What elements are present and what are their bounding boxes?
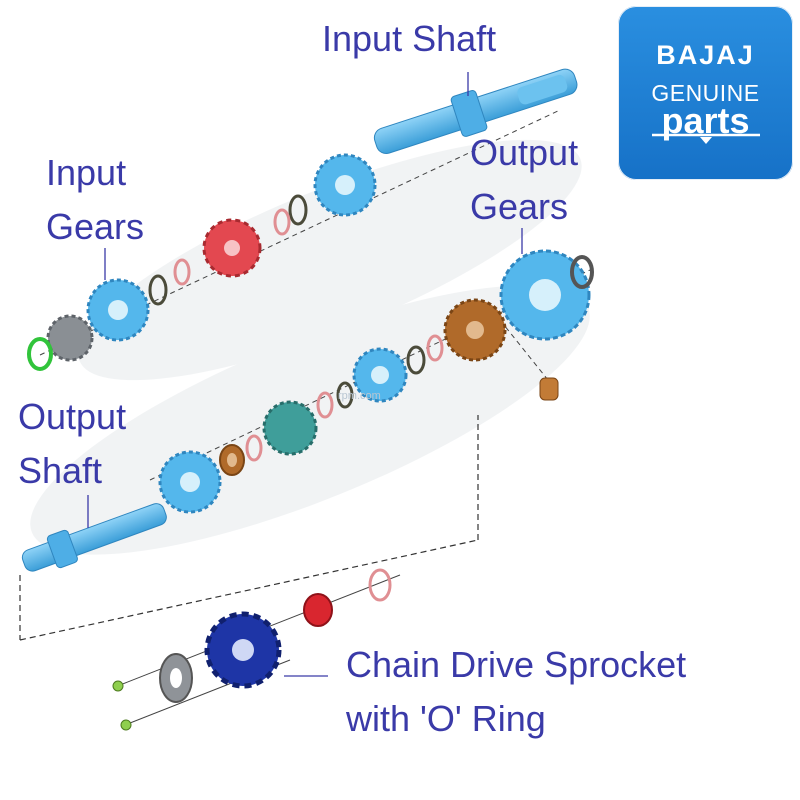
input-gear-blue-top [313, 153, 377, 217]
watermark-text: rpm.com [338, 390, 381, 402]
logo-swoosh-icon [652, 133, 760, 144]
output-gear-guide [499, 319, 553, 386]
input-axis-line [39, 109, 561, 356]
sprocket-o-ring [368, 568, 392, 602]
output-gear-blue-low [158, 450, 222, 514]
output-shaft [21, 503, 167, 572]
output-rings-3 [245, 434, 263, 462]
sprocket-lock-plate [159, 653, 193, 703]
sprocket-bolt-1 [112, 680, 124, 692]
label-sprocket-line1: Chain Drive Sprocket [346, 644, 687, 685]
output-washer-dark [570, 255, 594, 289]
output-rings-2 [316, 381, 354, 419]
sprocket-bush-red [303, 593, 333, 627]
logo-genuine: GENUINE [651, 80, 760, 106]
input-circlip-green [27, 337, 53, 371]
label-sprocket-line2: with 'O' Ring [346, 698, 546, 739]
group-bracket [19, 415, 479, 641]
input-gear-red [202, 218, 262, 278]
output-gear-large-blue [499, 249, 591, 341]
input-gear-grey [46, 314, 94, 362]
label-input-gears-line2: Gears [46, 206, 145, 247]
input-shaft [373, 68, 578, 155]
output-gear-blue-mid [352, 347, 408, 403]
label-output-gears-line2: Gears [470, 186, 569, 227]
chain-drive-sprocket [204, 611, 282, 689]
output-bush-bronze [539, 377, 559, 401]
bajaj-genuine-parts-logo: BAJAJ GENUINE parts [618, 6, 793, 180]
label-output-gears-line1: Output [470, 132, 579, 173]
output-gear-bronze [443, 298, 507, 362]
input-rings-2 [148, 258, 191, 306]
output-bush-bronze-2 [219, 444, 245, 476]
sprocket-bolt-2 [120, 719, 132, 731]
label-input-gears-line1: Input [46, 152, 127, 193]
label-output-shaft-line2: Shaft [18, 450, 103, 491]
input-rings-1 [273, 194, 308, 236]
label-input-shaft: Input Shaft [322, 18, 497, 59]
logo-brand: BAJAJ [656, 40, 755, 70]
output-gear-teal [262, 400, 318, 456]
input-gear-blue-bottom [86, 278, 150, 342]
output-rings-1 [406, 334, 444, 375]
callout-leaders [87, 72, 523, 677]
label-output-shaft-line1: Output [18, 396, 127, 437]
